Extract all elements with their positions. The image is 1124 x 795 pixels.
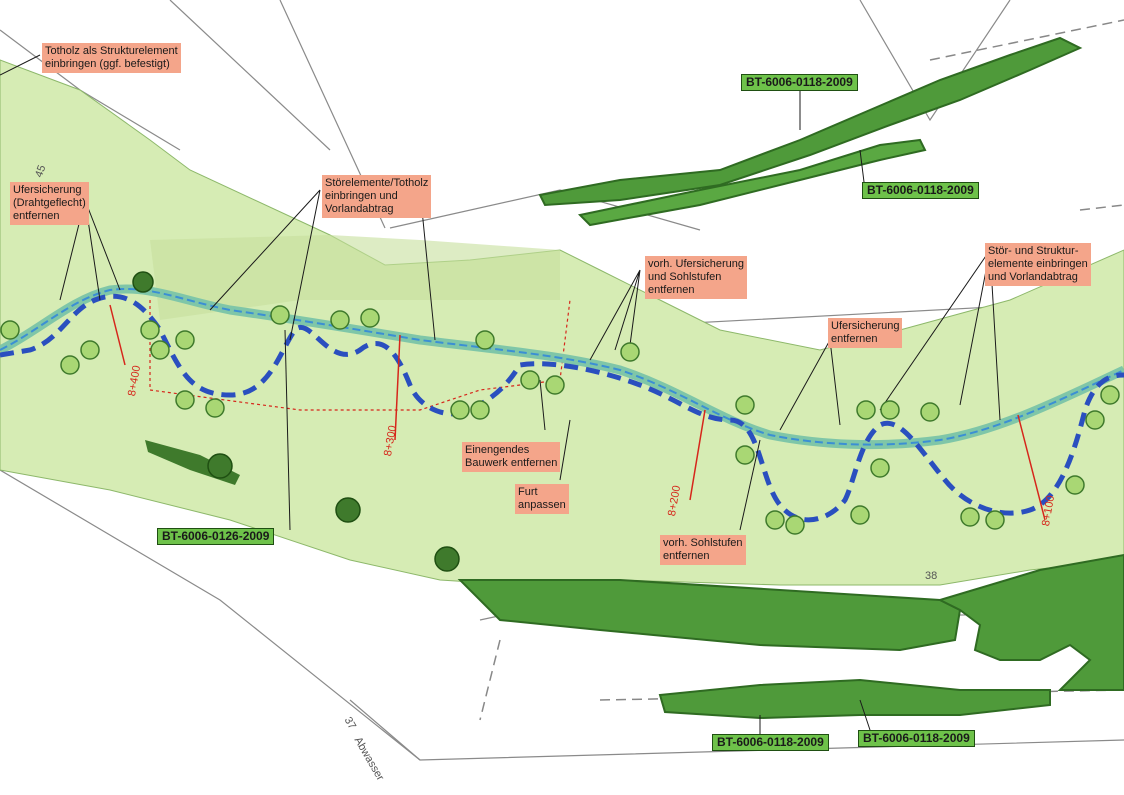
parcel-38-label: 38 [925, 570, 938, 582]
furt-anpassen-label: Furt anpassen [515, 484, 569, 514]
stoerelemente-label: Störelemente/Totholz einbringen und Vorl… [322, 175, 432, 218]
ufersicherung-sohlstufen-label: vorh. Ufersicherung und Sohlstufen entfe… [645, 256, 747, 299]
tree [880, 400, 900, 420]
tree [330, 310, 350, 330]
biotope-tag-top-2: BT-6006-0118-2009 [862, 182, 979, 199]
tree [1100, 385, 1120, 405]
tree [0, 320, 20, 340]
tree [850, 505, 870, 525]
hatched-zone [150, 235, 560, 320]
tree [785, 515, 805, 535]
tree [140, 320, 160, 340]
sohlstufen-entfernen-label: vorh. Sohlstufen entfernen [660, 535, 746, 565]
biotope-tag-left: BT-6006-0126-2009 [157, 528, 275, 545]
totholz-label: Totholz als Strukturelement einbringen (… [42, 43, 181, 73]
dashed-boundary [479, 19, 1124, 721]
ufersicherung-entfernen-label: Ufersicherung entfernen [828, 318, 903, 348]
ufersicherung-drahtgeflecht-label: Ufersicherung (Drahtgeflecht) entfernen [10, 182, 89, 225]
tree [960, 507, 980, 527]
tree [207, 453, 233, 479]
tree [620, 342, 640, 362]
tree [870, 458, 890, 478]
tree [434, 546, 460, 572]
tree [150, 340, 170, 360]
tree [475, 330, 495, 350]
trees [0, 305, 1120, 535]
tree [985, 510, 1005, 530]
station-lines [109, 304, 1046, 521]
tree [60, 355, 80, 375]
tree [765, 510, 785, 530]
tree [920, 402, 940, 422]
biotope-strip-bottom [457, 579, 962, 652]
tree [175, 390, 195, 410]
tree [450, 400, 470, 420]
planned-channel [0, 293, 1124, 523]
biotope-tag-bottom-1: BT-6006-0118-2009 [712, 734, 829, 751]
biotope-tag-top-1: BT-6006-0118-2009 [741, 74, 858, 91]
tree [335, 497, 361, 523]
tree [205, 398, 225, 418]
tree [132, 271, 154, 293]
tree [175, 330, 195, 350]
tree [80, 340, 100, 360]
stream-centerline [0, 288, 1124, 446]
stoer-struktur-label: Stör- und Struktur- elemente einbringen … [985, 243, 1091, 286]
biotope-tag-bottom-2: BT-6006-0118-2009 [858, 730, 975, 747]
tree [470, 400, 490, 420]
tree [360, 308, 380, 328]
large-trees [132, 271, 460, 572]
tree [545, 375, 565, 395]
tree [735, 395, 755, 415]
tree [520, 370, 540, 390]
biotope-strip-bottom-2 [658, 678, 1051, 720]
biotope-strip-top-2 [577, 138, 927, 227]
tree [270, 305, 290, 325]
biotope-strip-bottom-right [937, 553, 1124, 691]
tree [856, 400, 876, 420]
tree [735, 445, 755, 465]
biotope-strip-top-1 [538, 36, 1083, 207]
bauwerk-entfernen-label: Einengendes Bauwerk entfernen [462, 442, 561, 472]
tree [1085, 410, 1105, 430]
tree [1065, 475, 1085, 495]
